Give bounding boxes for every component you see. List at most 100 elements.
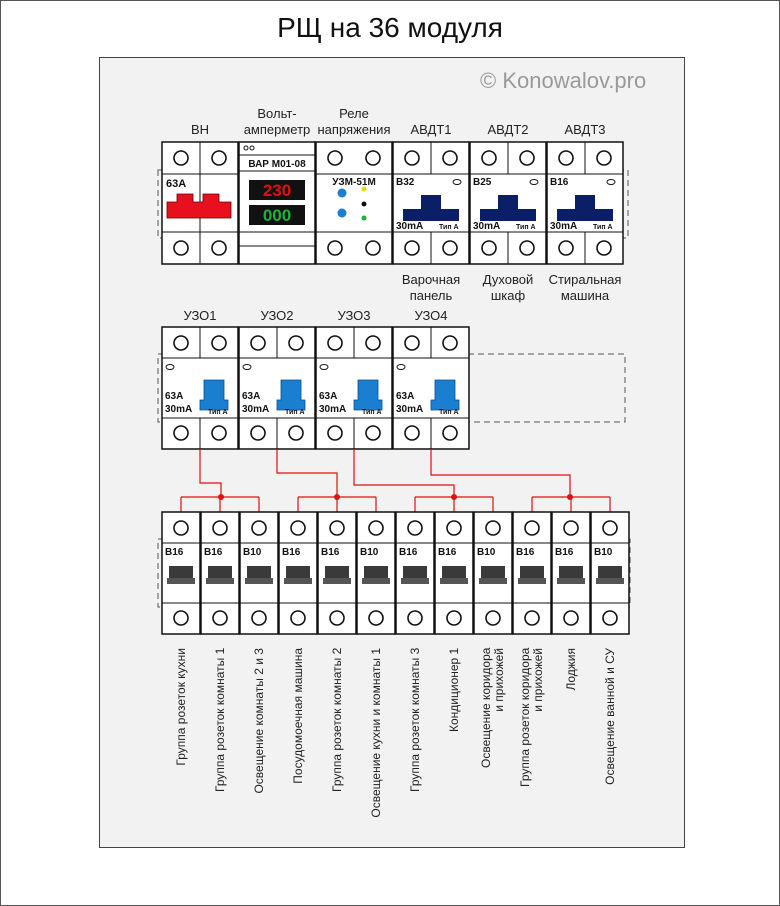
- indicator-dot: [243, 145, 249, 151]
- breaker-handle-base: [284, 578, 312, 584]
- terminal-icon: [365, 425, 381, 441]
- breaker-rating: B16: [516, 547, 535, 558]
- breaker-rating: B16: [204, 547, 223, 558]
- main-switch-handle: [166, 193, 232, 219]
- breaker-label-2: Группа розеток комнаты 1: [212, 647, 227, 792]
- breaker-label-3: Освещение комнаты 2 и 3: [251, 648, 266, 794]
- rcd-rating: 63A: [242, 391, 260, 402]
- breaker-handle: [442, 566, 466, 580]
- terminal-icon: [368, 610, 384, 626]
- breaker-handle: [208, 566, 232, 580]
- breaker-handle-base: [245, 578, 273, 584]
- rcd-handle: [430, 379, 460, 411]
- breaker-handle-base: [323, 578, 351, 584]
- rcd-type: Тип А: [208, 409, 228, 416]
- breaker-handle: [247, 566, 271, 580]
- voltage-relay-body: [315, 141, 393, 265]
- terminal-icon: [563, 520, 579, 536]
- terminal-icon: [211, 150, 227, 166]
- terminal-icon: [365, 335, 381, 351]
- terminal-icon: [212, 520, 228, 536]
- rcd-type: Тип А: [439, 409, 459, 416]
- test-indicator-icon: [242, 364, 252, 370]
- uzo-label-4: УЗО4: [414, 308, 448, 323]
- terminal-icon: [251, 520, 267, 536]
- terminal-icon: [212, 610, 228, 626]
- rcbo-handle: [557, 195, 613, 221]
- terminal-icon: [563, 610, 579, 626]
- relay-knob-icon: [337, 188, 347, 198]
- relay-led-green: [361, 215, 367, 221]
- test-indicator-icon: [319, 364, 329, 370]
- breaker-handle: [481, 566, 505, 580]
- relay-led-yellow: [361, 186, 367, 192]
- breaker-handle: [520, 566, 544, 580]
- rcd-rating: 63A: [396, 391, 414, 402]
- rcbo-current: 30mA: [473, 221, 500, 232]
- top-label-3: АВДТ1: [410, 122, 452, 137]
- current-display: [249, 205, 305, 225]
- terminal-icon: [485, 610, 501, 626]
- rcbo-type: Тип А: [516, 224, 536, 231]
- terminal-icon: [290, 610, 306, 626]
- terminal-icon: [288, 335, 304, 351]
- terminal-icon: [481, 240, 497, 256]
- breaker-rating: B10: [360, 547, 379, 558]
- test-indicator-icon: [165, 364, 175, 370]
- voltage-readout: 230: [263, 181, 291, 200]
- terminal-icon: [288, 425, 304, 441]
- top-label-4: АВДТ2: [487, 122, 529, 137]
- breaker-handle-base: [557, 578, 585, 584]
- terminal-icon: [327, 150, 343, 166]
- breaker-rating: B10: [594, 547, 613, 558]
- rcd-handle: [276, 379, 306, 411]
- terminal-icon: [442, 240, 458, 256]
- test-indicator-icon: [606, 179, 616, 185]
- rcbo-handle: [480, 195, 536, 221]
- terminal-icon: [446, 610, 462, 626]
- breaker-rating: B16: [165, 547, 184, 558]
- breaker-rating: B16: [282, 547, 301, 558]
- uzo-label-2: УЗО2: [260, 308, 294, 323]
- rcbo-current: 30mA: [396, 221, 423, 232]
- rcbo-rating: B25: [473, 177, 492, 188]
- terminal-icon: [602, 610, 618, 626]
- current-readout: 000: [263, 206, 291, 225]
- terminal-icon: [250, 425, 266, 441]
- terminal-icon: [404, 425, 420, 441]
- terminal-icon: [365, 240, 381, 256]
- breaker-handle: [364, 566, 388, 580]
- terminal-icon: [368, 520, 384, 536]
- terminal-icon: [442, 335, 458, 351]
- rcbo-handle: [403, 195, 459, 221]
- terminal-icon: [211, 425, 227, 441]
- uzo-label-1: УЗО1: [183, 308, 217, 323]
- terminal-icon: [524, 520, 540, 536]
- breaker-handle-base: [479, 578, 507, 584]
- breaker-label-6: Освещение кухни и комнаты 1: [368, 648, 383, 818]
- breaker-handle-base: [518, 578, 546, 584]
- breaker-rating: B16: [438, 547, 457, 558]
- terminal-icon: [519, 240, 535, 256]
- test-indicator-icon: [529, 179, 539, 185]
- rcbo-current: 30mA: [550, 221, 577, 232]
- terminal-icon: [602, 520, 618, 536]
- terminal-icon: [404, 150, 420, 166]
- terminal-icon: [442, 425, 458, 441]
- feed-wire-2: [276, 449, 338, 497]
- breaker-handle: [559, 566, 583, 580]
- breaker-label-4: Посудомоечная машина: [290, 648, 305, 784]
- terminal-icon: [327, 335, 343, 351]
- relay-knob-icon: [337, 208, 347, 218]
- terminal-icon: [173, 610, 189, 626]
- junction-node: [218, 494, 224, 500]
- rcbo-rating: B32: [396, 177, 415, 188]
- terminal-icon: [524, 610, 540, 626]
- terminal-icon: [558, 240, 574, 256]
- rcd-type: Тип А: [285, 409, 305, 416]
